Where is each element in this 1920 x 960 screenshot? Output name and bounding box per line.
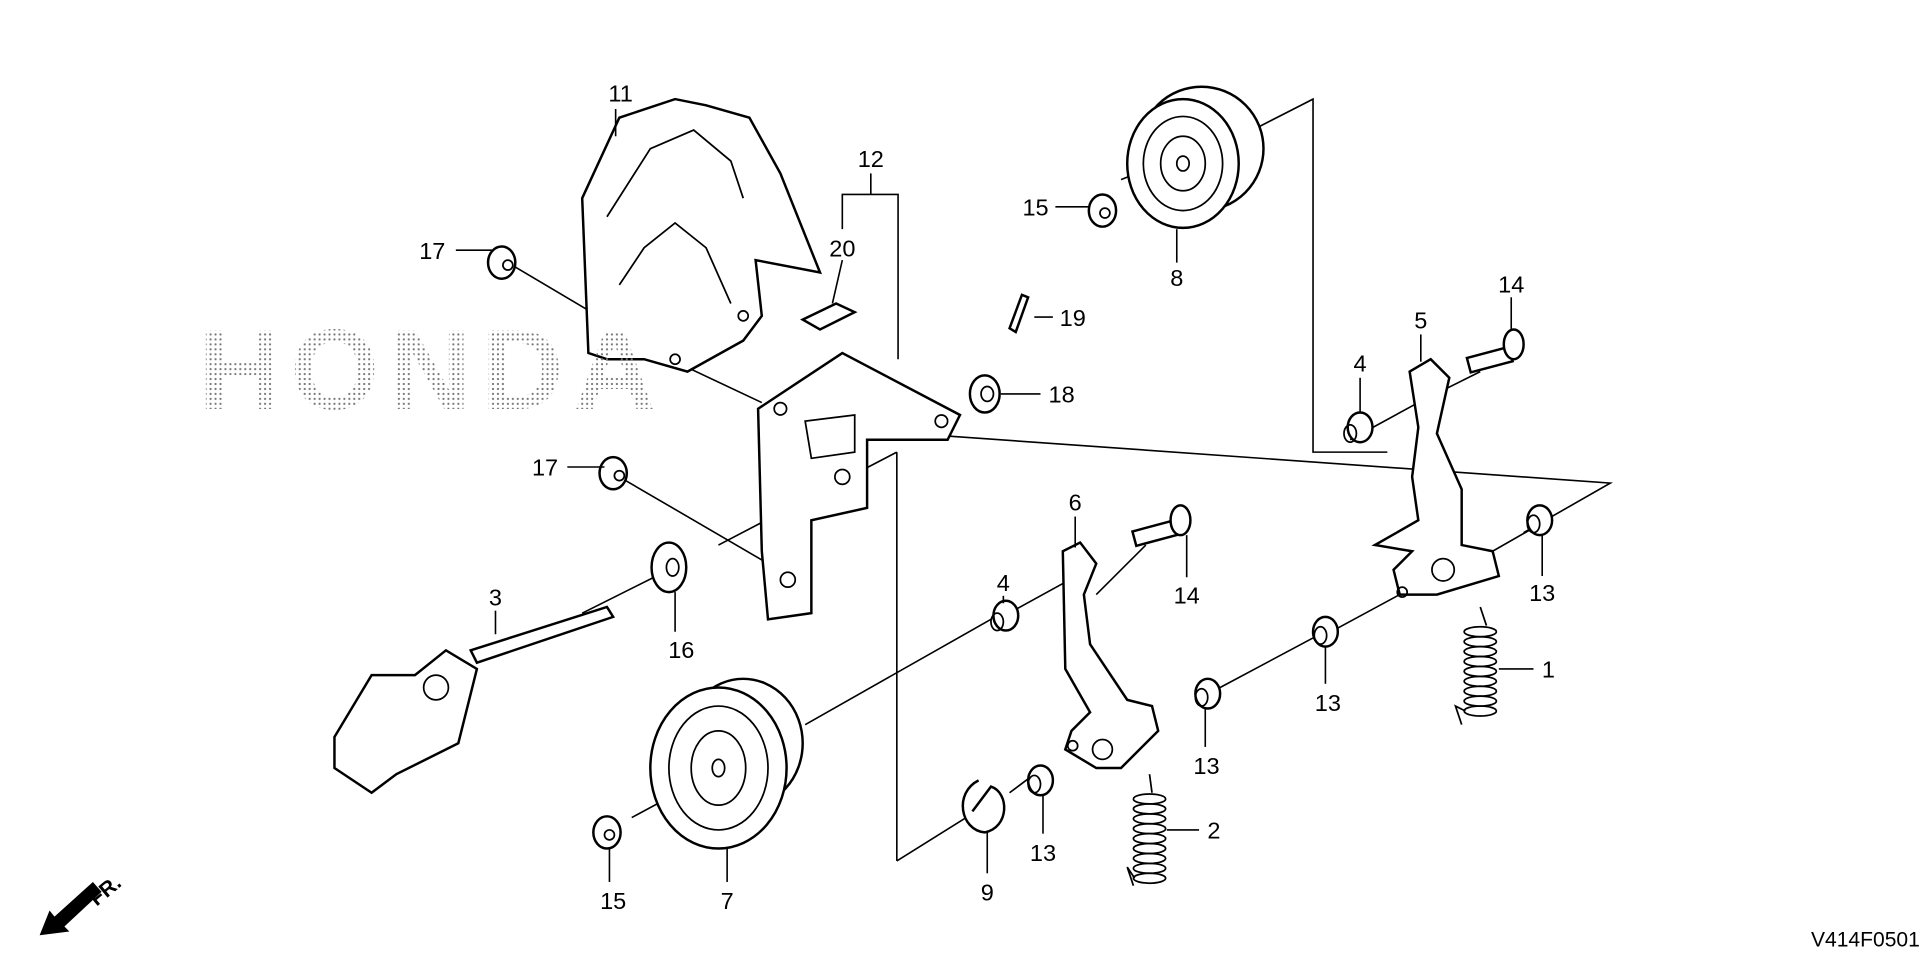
- callout-14: 14: [1498, 271, 1524, 297]
- callout-2: 2: [1207, 818, 1220, 844]
- bushing-part[interactable]: [1311, 615, 1340, 648]
- callout-5: 5: [1414, 307, 1427, 333]
- callout-16: 16: [668, 637, 694, 663]
- washer-part[interactable]: [968, 374, 1001, 414]
- callout-19: 19: [1060, 305, 1086, 331]
- bushing-part[interactable]: [1026, 764, 1055, 797]
- pad-part[interactable]: [800, 302, 858, 331]
- drawing-code: V414F0501C: [1811, 928, 1920, 951]
- collar-part[interactable]: [990, 599, 1020, 632]
- clip-part[interactable]: [961, 779, 1006, 834]
- flange-nut-part[interactable]: [486, 245, 517, 280]
- idler-pulley-part[interactable]: [1125, 85, 1265, 230]
- callout-7: 7: [721, 888, 734, 914]
- callout-8: 8: [1170, 265, 1183, 291]
- collar-part[interactable]: [1343, 411, 1374, 444]
- front-direction-arrow-icon: FR.: [39, 871, 126, 936]
- callout-6: 6: [1069, 489, 1082, 515]
- callout-20: 20: [829, 235, 855, 261]
- callout-13: 13: [1030, 840, 1056, 866]
- bushing-part[interactable]: [1194, 677, 1222, 710]
- honda-watermark: HONDA: [198, 307, 665, 434]
- callout-18: 18: [1048, 382, 1074, 408]
- callout-13: 13: [1529, 580, 1555, 606]
- callout-17: 17: [419, 238, 445, 264]
- pin-part[interactable]: [1008, 293, 1030, 334]
- bolt-part[interactable]: [1130, 504, 1192, 548]
- callout-4: 4: [1354, 351, 1367, 377]
- lever-part[interactable]: [333, 605, 616, 795]
- bushing-part[interactable]: [1526, 504, 1554, 537]
- callout-3: 3: [489, 585, 502, 611]
- idler-pulley-part[interactable]: [649, 677, 804, 850]
- callout-17: 17: [532, 455, 558, 481]
- callout-13: 13: [1315, 690, 1341, 716]
- flange-nut-part[interactable]: [592, 815, 622, 850]
- callout-11: 11: [608, 81, 632, 107]
- bolt-part[interactable]: [1465, 328, 1525, 374]
- leader-lines: [455, 109, 1543, 882]
- tension-arm-part[interactable]: [1371, 357, 1501, 598]
- front-direction-label: FR.: [85, 871, 126, 910]
- tension-arm-part[interactable]: [1061, 540, 1160, 770]
- callout-15: 15: [600, 888, 626, 914]
- flange-nut-part[interactable]: [598, 455, 629, 491]
- spring-part[interactable]: [1453, 606, 1498, 725]
- callout-9: 9: [981, 880, 994, 906]
- flange-nut-part[interactable]: [1087, 193, 1118, 228]
- callout-14: 14: [1174, 582, 1200, 608]
- callout-12: 12: [858, 146, 884, 172]
- callout-13: 13: [1193, 753, 1219, 779]
- bracket-part[interactable]: [756, 351, 962, 621]
- belt-cover-part[interactable]: [580, 97, 823, 373]
- spring-part[interactable]: [1126, 774, 1167, 886]
- callout-4: 4: [997, 570, 1010, 596]
- callout-15: 15: [1022, 195, 1048, 221]
- callout-1: 1: [1542, 657, 1555, 683]
- washer-part[interactable]: [650, 541, 688, 594]
